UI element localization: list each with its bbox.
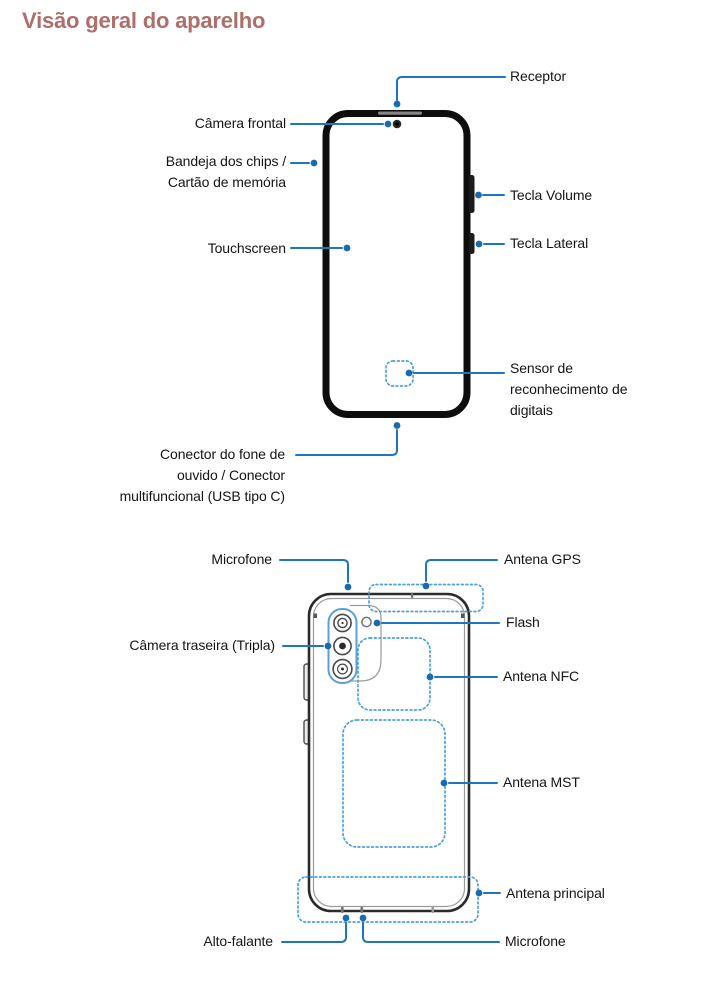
lens3-dot (341, 667, 344, 671)
front-phone (322, 110, 475, 418)
label-microfone-top: Microfone (211, 551, 272, 567)
seam-left (313, 613, 317, 618)
label-antena-gps: Antena GPS (504, 551, 581, 567)
front-callouts (290, 76, 506, 456)
callout-antena-gps (425, 559, 498, 582)
antenna-principal-area (297, 876, 479, 923)
label-tecla-lateral: Tecla Lateral (510, 235, 589, 251)
lens2-dot (339, 642, 346, 650)
camera-island (350, 604, 382, 682)
page-title: Visão geral do aparelho (22, 8, 266, 33)
speaker-hole (341, 906, 344, 913)
back-phone (297, 583, 484, 923)
label-tecla-volume: Tecla Volume (510, 187, 593, 203)
label-bandeja-chips: Bandeja dos chips / Cartão de memória (165, 153, 286, 190)
label-camera-frontal: Câmera frontal (194, 115, 286, 131)
label-camera-traseira: Câmera traseira (Tripla) (129, 637, 275, 653)
label-antena-mst: Antena MST (503, 774, 580, 790)
lens1-dot (341, 621, 344, 625)
front-camera-pupil (395, 122, 399, 126)
label-microfone-bottom: Microfone (505, 933, 566, 949)
front-phone-body (322, 110, 471, 418)
callout-receptor (396, 76, 506, 101)
label-antena-nfc: Antena NFC (503, 668, 580, 684)
label-touchscreen: Touchscreen (207, 240, 286, 256)
volume-key (469, 175, 475, 213)
mic-hole (360, 906, 364, 913)
label-alto-falante: Alto-falante (203, 933, 273, 949)
receiver-slot (378, 111, 422, 115)
side-key (469, 233, 475, 254)
usb-seam (431, 906, 435, 913)
callout-microfone-bottom (362, 922, 500, 943)
callout-alto-falante (281, 922, 347, 943)
seam-top (411, 592, 414, 598)
back-callouts (279, 559, 501, 943)
callout-conector (295, 429, 398, 456)
label-antena-principal: Antena principal (506, 885, 605, 901)
label-conector: Conector do fone de ouvido / Conector mu… (119, 446, 285, 504)
label-sensor-digitais: Sensor de reconhecimento de digitais (510, 360, 628, 418)
back-glass-outline (312, 597, 466, 908)
callout-microfone-top (279, 559, 349, 583)
flash-icon (361, 616, 372, 628)
label-receptor: Receptor (510, 68, 567, 84)
seam-right (461, 613, 465, 618)
fingerprint-area (385, 360, 414, 387)
label-flash: Flash (506, 614, 540, 630)
